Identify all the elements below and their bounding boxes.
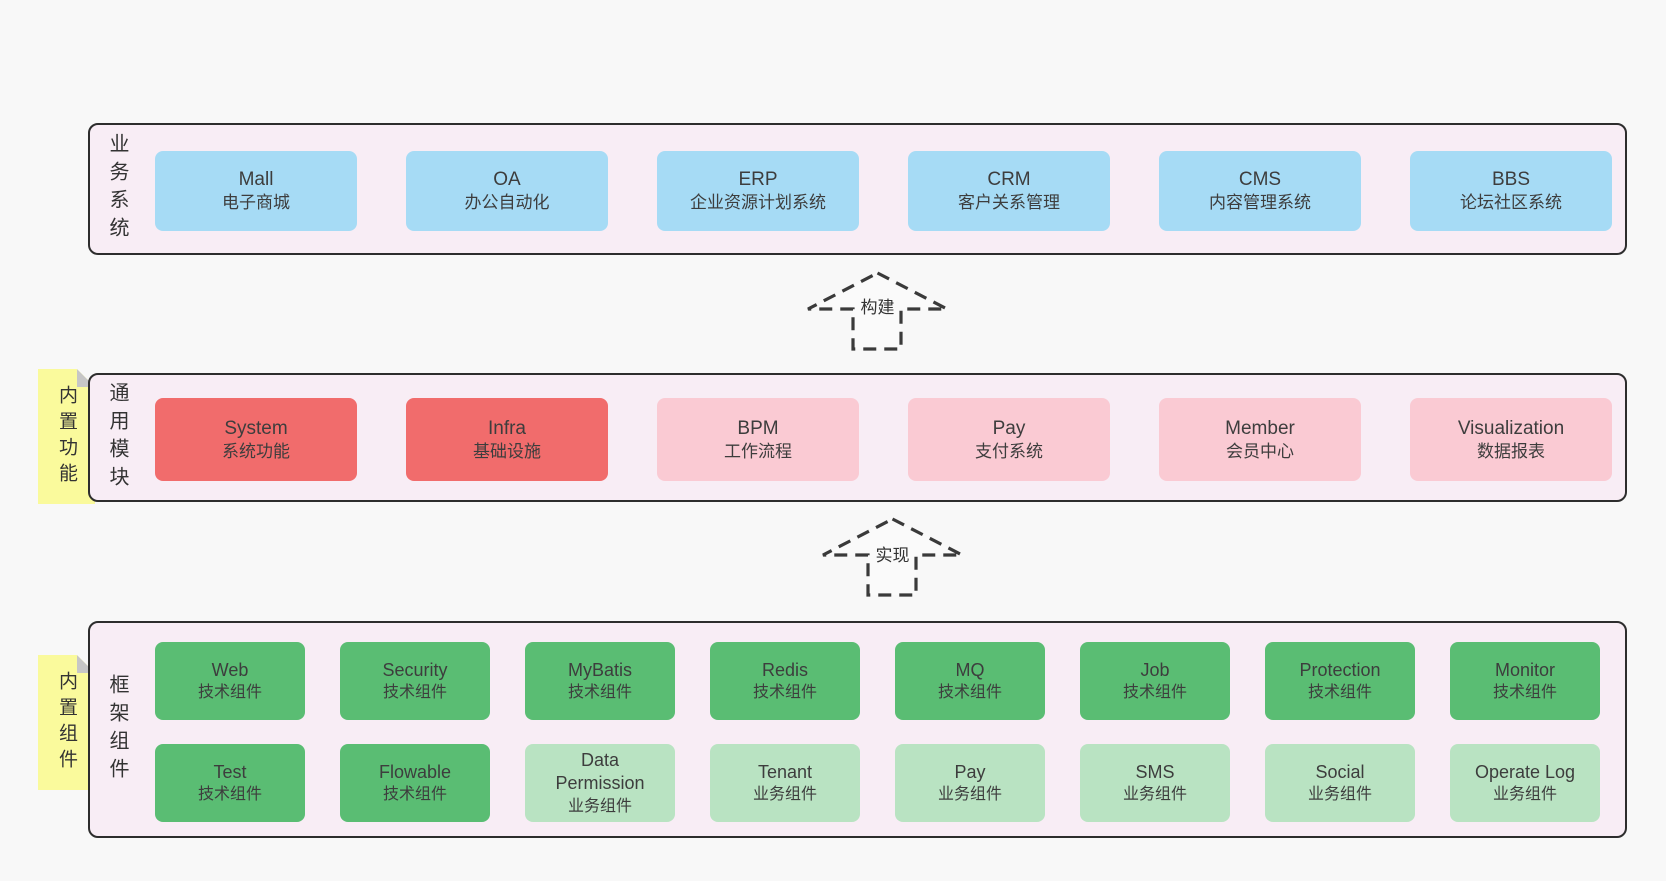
box-social: Social 业务组件 xyxy=(1265,744,1415,822)
box-pay-biz: Pay 业务组件 xyxy=(895,744,1045,822)
common-modules-label: 通用模块 xyxy=(106,381,128,494)
box-subtitle: 技术组件 xyxy=(1307,684,1372,702)
box-title: CMS xyxy=(1238,169,1282,191)
box-subtitle: 业务组件 xyxy=(1307,786,1372,804)
box-title: Visualization xyxy=(1457,417,1565,439)
box-subtitle: 技术组件 xyxy=(382,786,447,804)
box-title: Security xyxy=(382,659,448,680)
box-test: Test 技术组件 xyxy=(155,744,305,822)
box-subtitle: 业务组件 xyxy=(937,786,1002,804)
box-subtitle: 电子商城 xyxy=(222,193,290,213)
builtin-components-note: 内置组件 xyxy=(38,655,95,790)
box-subtitle: 企业资源计划系统 xyxy=(690,193,826,213)
box-redis: Redis 技术组件 xyxy=(710,642,860,720)
box-subtitle: 支付系统 xyxy=(975,441,1043,461)
framework-components-layer: 框架组件 Web 技术组件 Security 技术组件 MyBatis 技术组件… xyxy=(88,621,1627,838)
box-title: Data Permission xyxy=(555,749,645,794)
box-subtitle: 技术组件 xyxy=(1492,684,1557,702)
box-job: Job 技术组件 xyxy=(1080,642,1230,720)
box-title: Flowable xyxy=(378,761,452,782)
box-infra: Infra 基础设施 xyxy=(406,398,608,481)
box-crm: CRM 客户关系管理 xyxy=(908,151,1110,231)
box-subtitle: 技术组件 xyxy=(567,684,632,702)
box-subtitle: 技术组件 xyxy=(1122,684,1187,702)
business-systems-label: 业务系统 xyxy=(106,133,128,245)
builtin-functions-note: 内置功能 xyxy=(38,369,95,504)
business-systems-layer: 业务系统 Mall 电子商城 OA 办公自动化 ERP 企业资源计划系统 CRM… xyxy=(88,123,1627,255)
box-title: OA xyxy=(493,169,521,191)
box-member: Member 会员中心 xyxy=(1159,398,1361,481)
box-bbs: BBS 论坛社区系统 xyxy=(1410,151,1612,231)
box-title: BBS xyxy=(1491,169,1531,191)
box-flowable: Flowable 技术组件 xyxy=(340,744,490,822)
box-mq: MQ 技术组件 xyxy=(895,642,1045,720)
box-title: Social xyxy=(1315,761,1365,782)
box-subtitle: 业务组件 xyxy=(752,786,817,804)
box-subtitle: 业务组件 xyxy=(567,798,632,816)
box-subtitle: 技术组件 xyxy=(382,684,447,702)
build-arrow-label: 构建 xyxy=(805,297,950,320)
box-title: Mall xyxy=(238,169,274,191)
box-subtitle: 业务组件 xyxy=(1492,786,1557,804)
box-subtitle: 客户关系管理 xyxy=(958,193,1060,213)
box-subtitle: 系统功能 xyxy=(222,441,290,461)
implement-arrow-label: 实现 xyxy=(820,545,965,568)
box-oa: OA 办公自动化 xyxy=(406,151,608,231)
box-mall: Mall 电子商城 xyxy=(155,151,357,231)
common-modules-layer: 通用模块 System 系统功能 Infra 基础设施 BPM 工作流程 Pay… xyxy=(88,373,1627,502)
box-title: Tenant xyxy=(757,761,813,782)
framework-components-label: 框架组件 xyxy=(106,673,128,786)
box-security: Security 技术组件 xyxy=(340,642,490,720)
box-bpm: BPM 工作流程 xyxy=(657,398,859,481)
box-title: Member xyxy=(1225,417,1295,439)
box-title: MQ xyxy=(955,659,985,680)
box-title: Monitor xyxy=(1494,659,1556,680)
box-subtitle: 技术组件 xyxy=(197,684,262,702)
box-title: ERP xyxy=(738,169,778,191)
box-data-permission: Data Permission 业务组件 xyxy=(525,744,675,822)
box-operate-log: Operate Log 业务组件 xyxy=(1450,744,1600,822)
box-subtitle: 工作流程 xyxy=(724,441,792,461)
box-web: Web 技术组件 xyxy=(155,642,305,720)
box-subtitle: 技术组件 xyxy=(197,786,262,804)
box-subtitle: 业务组件 xyxy=(1122,786,1187,804)
box-erp: ERP 企业资源计划系统 xyxy=(657,151,859,231)
box-protection: Protection 技术组件 xyxy=(1265,642,1415,720)
box-subtitle: 内容管理系统 xyxy=(1209,193,1311,213)
box-cms: CMS 内容管理系统 xyxy=(1159,151,1361,231)
box-subtitle: 论坛社区系统 xyxy=(1460,193,1562,213)
box-title: SMS xyxy=(1135,761,1175,782)
box-mybatis: MyBatis 技术组件 xyxy=(525,642,675,720)
box-title: Test xyxy=(213,761,247,782)
box-subtitle: 办公自动化 xyxy=(464,193,550,213)
box-title: Redis xyxy=(761,659,809,680)
box-subtitle: 技术组件 xyxy=(937,684,1002,702)
box-sms: SMS 业务组件 xyxy=(1080,744,1230,822)
box-title: Pay xyxy=(992,417,1026,439)
box-title: Protection xyxy=(1299,659,1381,680)
note-label: 内置功能 xyxy=(56,384,77,489)
box-title: Pay xyxy=(954,761,986,782)
box-title: Operate Log xyxy=(1474,761,1576,782)
note-label: 内置组件 xyxy=(56,670,77,775)
box-visualization: Visualization 数据报表 xyxy=(1410,398,1612,481)
box-monitor: Monitor 技术组件 xyxy=(1450,642,1600,720)
box-subtitle: 基础设施 xyxy=(473,441,541,461)
box-title: Web xyxy=(211,659,249,680)
box-title: Job xyxy=(1140,659,1170,680)
box-subtitle: 数据报表 xyxy=(1477,441,1545,461)
box-title: BPM xyxy=(737,417,779,439)
box-title: MyBatis xyxy=(567,659,632,680)
box-system: System 系统功能 xyxy=(155,398,357,481)
box-title: Infra xyxy=(487,417,527,439)
box-tenant: Tenant 业务组件 xyxy=(710,744,860,822)
box-pay: Pay 支付系统 xyxy=(908,398,1110,481)
box-title: System xyxy=(224,417,288,439)
box-subtitle: 技术组件 xyxy=(752,684,817,702)
box-subtitle: 会员中心 xyxy=(1226,441,1294,461)
box-title: CRM xyxy=(987,169,1031,191)
